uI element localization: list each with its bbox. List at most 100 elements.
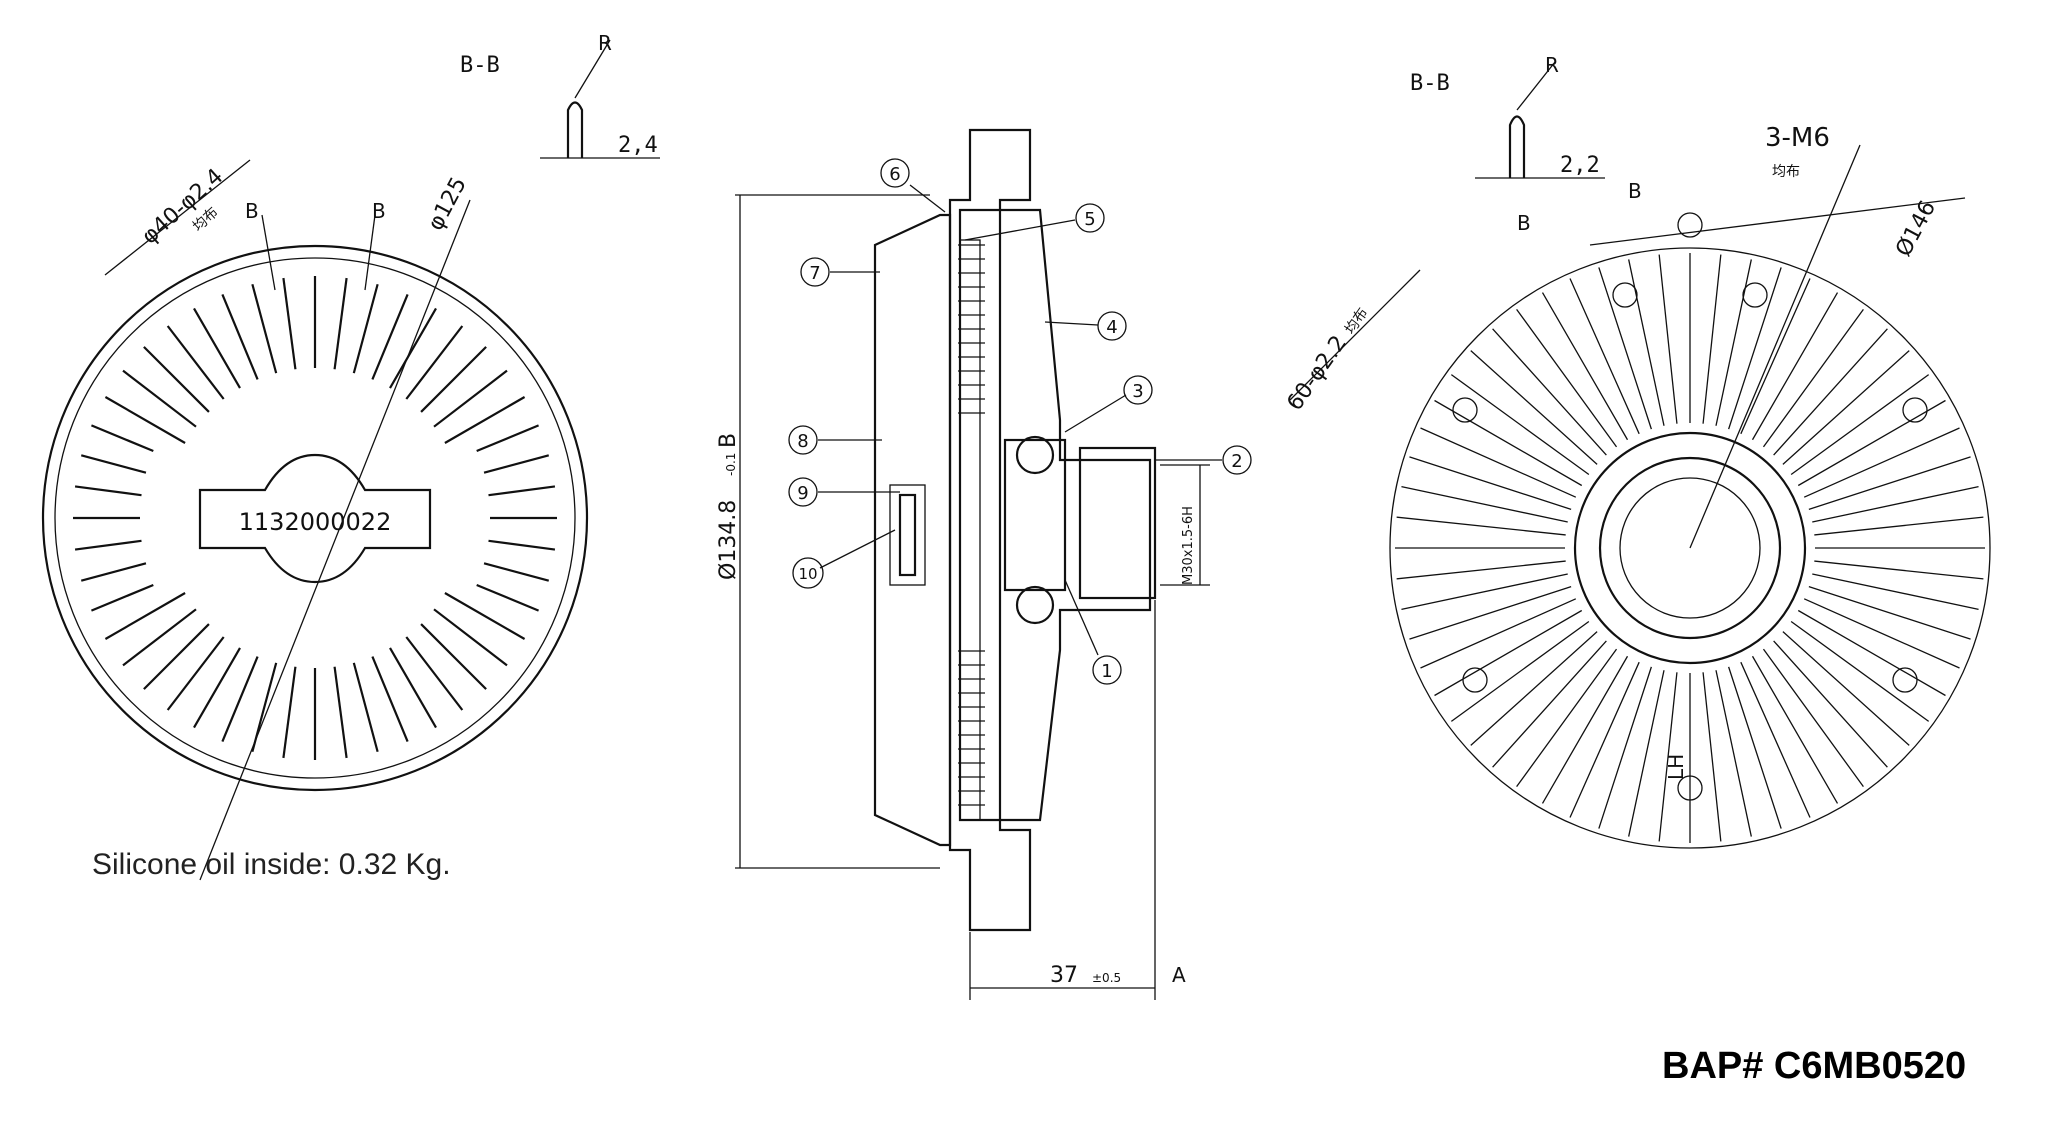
center-section-view: Ø134.8 -0.1 B 37 ±0.5 A M30x1.5-6H 1 2 3 bbox=[716, 128, 1252, 1000]
svg-text:4: 4 bbox=[1106, 317, 1117, 338]
bolt-hole bbox=[1677, 775, 1703, 801]
right-fin-rib bbox=[1409, 456, 1572, 510]
right-fin-rib bbox=[1450, 374, 1590, 476]
right-fin-rib bbox=[1797, 399, 1946, 487]
right-fin-rib bbox=[1773, 640, 1888, 768]
left-fin-rib bbox=[333, 277, 348, 370]
left-fin-rib bbox=[80, 454, 147, 474]
right-fin-rib bbox=[1598, 267, 1652, 430]
right-fin-rib bbox=[1790, 620, 1930, 722]
center-dim-length-ref: A bbox=[1172, 963, 1186, 987]
left-fin-rib bbox=[433, 369, 508, 428]
right-dim-holes-note: 均布 bbox=[1342, 305, 1371, 337]
left-fin-rib bbox=[371, 294, 409, 380]
right-fin-rib bbox=[1569, 278, 1640, 435]
left-outer-circle bbox=[41, 244, 589, 792]
right-fin-rib bbox=[1702, 672, 1722, 842]
right-fin-rib bbox=[1797, 609, 1946, 697]
left-fin-rib bbox=[405, 325, 464, 400]
center-dim-diameter: Ø134.8 bbox=[716, 500, 741, 580]
right-thread-holes: 3-M6 bbox=[1765, 123, 1830, 153]
left-fin-rib bbox=[488, 485, 556, 497]
left-fin-rib bbox=[143, 346, 210, 413]
left-fin-rib bbox=[488, 539, 556, 551]
right-fin-rib bbox=[1401, 486, 1568, 523]
right-fin-rib bbox=[1762, 648, 1864, 788]
center-dim-diameter-tol: -0.1 bbox=[724, 453, 738, 476]
center-dim-length-tol: ±0.5 bbox=[1092, 971, 1121, 985]
right-section-label: B-B bbox=[1410, 71, 1450, 96]
right-fin-rib bbox=[1814, 560, 1984, 580]
right-section-mark-2: B bbox=[1628, 179, 1642, 203]
right-fin-rib bbox=[1728, 666, 1782, 829]
right-fin-rib bbox=[1401, 573, 1568, 610]
right-bolt-holes bbox=[1452, 212, 1928, 801]
left-fin-rib bbox=[389, 307, 437, 389]
bolt-hole bbox=[1892, 667, 1918, 693]
right-fin-rib bbox=[1516, 308, 1618, 448]
part-number: BAP# C6MB0520 bbox=[1662, 1045, 1967, 1087]
serial-label: 1132000022 bbox=[239, 508, 392, 536]
callout-5: 5 bbox=[964, 203, 1105, 241]
left-section-arrow-1 bbox=[261, 214, 276, 291]
left-fin-rib bbox=[122, 608, 197, 667]
right-fin-rib bbox=[1658, 254, 1678, 424]
left-fin-rib bbox=[91, 583, 154, 612]
right-outer-circle bbox=[1389, 247, 1991, 849]
right-fin-rib bbox=[1470, 631, 1598, 746]
right-fin-ribs bbox=[1395, 253, 1985, 843]
right-holes-leader bbox=[1289, 269, 1421, 401]
right-fin-rib bbox=[1598, 666, 1652, 829]
right-fin-rib bbox=[1803, 427, 1960, 498]
left-fan-clutch-view: 1132000022 φ125 φ40-φ2.4 均布 B B B-B R 2,… bbox=[41, 31, 660, 881]
left-fin-rib bbox=[91, 424, 154, 453]
right-fin-rib bbox=[1715, 670, 1752, 837]
left-fin-rib bbox=[74, 485, 142, 497]
right-fin-rib bbox=[1569, 661, 1640, 818]
right-detail-fin bbox=[1508, 115, 1526, 178]
left-fin-rib bbox=[483, 454, 550, 474]
left-fin-rib bbox=[74, 539, 142, 551]
bolt-hole bbox=[1612, 282, 1638, 308]
right-fin-rib bbox=[1492, 640, 1607, 768]
right-fin-rib bbox=[1762, 308, 1864, 448]
center-bearing-bottom bbox=[1015, 585, 1055, 625]
left-section-arrow-2 bbox=[364, 214, 376, 291]
center-nut bbox=[1078, 446, 1157, 600]
right-dim-holes: 60-φ2.2 bbox=[1282, 331, 1351, 415]
right-fin-rib bbox=[1628, 259, 1665, 426]
left-holes-leader bbox=[104, 159, 251, 276]
left-fin-rib bbox=[405, 636, 464, 711]
callout-1: 1 bbox=[1064, 579, 1122, 685]
callout-9: 9 bbox=[788, 477, 900, 507]
right-fin-rib bbox=[1782, 631, 1910, 746]
right-fin-rib bbox=[1790, 374, 1930, 476]
bolt-hole bbox=[1902, 397, 1928, 423]
right-fin-rib bbox=[1434, 609, 1583, 697]
right-fin-rib bbox=[1420, 427, 1577, 498]
left-fin-rib bbox=[476, 583, 539, 612]
left-detail-r: R bbox=[598, 31, 612, 55]
bolt-hole bbox=[1742, 282, 1768, 308]
right-thread-leader bbox=[1689, 144, 1861, 549]
left-fin-rib bbox=[420, 346, 487, 413]
left-label-plate bbox=[198, 453, 432, 584]
left-fin-rib bbox=[143, 623, 210, 690]
callout-4: 4 bbox=[1044, 311, 1127, 341]
right-fin-rib bbox=[1658, 672, 1678, 842]
right-fin-rib bbox=[1808, 456, 1971, 510]
left-inner-circle bbox=[54, 257, 576, 779]
right-diameter-leader bbox=[1589, 197, 1966, 246]
right-fan-clutch-view: Ø146 60-φ2.2 均布 3-M6 均布 B B LH B-B R 2,2 bbox=[1282, 53, 1991, 849]
left-fin-rib bbox=[193, 647, 241, 729]
left-fin-rib bbox=[352, 283, 379, 374]
center-hub-outline bbox=[948, 128, 1032, 932]
right-detail-width: 2,2 bbox=[1560, 153, 1600, 178]
left-fin-rib bbox=[476, 424, 539, 453]
center-fin-stack bbox=[959, 239, 981, 821]
right-fin-rib bbox=[1409, 586, 1572, 640]
bolt-hole bbox=[1677, 212, 1703, 238]
right-rotation-label: LH bbox=[1664, 754, 1688, 780]
left-fin-rib bbox=[444, 592, 526, 640]
svg-text:1: 1 bbox=[1101, 661, 1112, 682]
